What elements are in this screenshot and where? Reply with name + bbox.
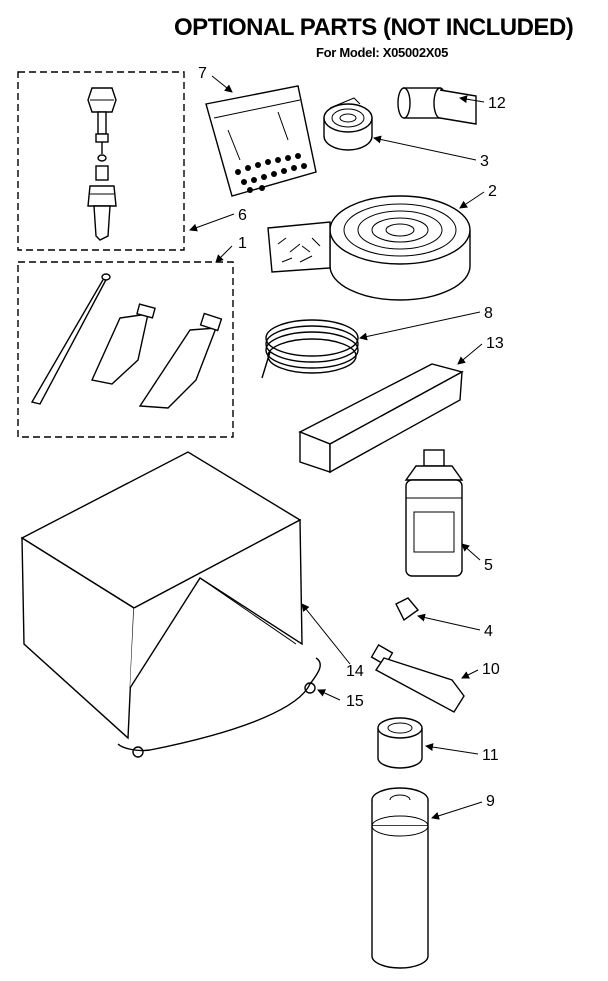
- part-5-bottle: [404, 449, 464, 577]
- callout-6: 6: [238, 207, 247, 224]
- callout-15: 15: [346, 693, 364, 710]
- part-1-sealant-kit: [17, 261, 234, 438]
- callout-10: 10: [482, 661, 500, 678]
- callout-13: 13: [486, 335, 504, 352]
- page-title: OPTIONAL PARTS (NOT INCLUDED): [174, 14, 574, 41]
- part-4-cap: [395, 597, 420, 622]
- callout-11: 11: [482, 747, 499, 764]
- callout-4: 4: [484, 623, 493, 640]
- callout-14: 14: [346, 663, 364, 680]
- callout-12: 12: [488, 95, 506, 112]
- callout-9: 9: [486, 793, 495, 810]
- part-3-tape-roll: [323, 97, 373, 151]
- part-2-insulation-roll: [267, 195, 471, 301]
- part-8-wire-coil: [261, 319, 359, 379]
- part-14-cover: [20, 451, 303, 740]
- callout-2: 2: [488, 183, 497, 200]
- callout-1: 1: [238, 235, 247, 252]
- part-11-roll: [377, 717, 423, 769]
- callout-3: 3: [480, 153, 489, 170]
- callout-5: 5: [484, 557, 493, 574]
- part-7-fastener-bag: [205, 85, 317, 197]
- callout-7: 7: [198, 65, 207, 82]
- part-15-cord: [117, 657, 321, 758]
- part-6-valve-kit: [17, 71, 185, 251]
- part-12-tape-roll: [397, 87, 477, 125]
- part-9-spray-can: [371, 787, 429, 969]
- part-13-foam-strip: [298, 363, 464, 474]
- callout-8: 8: [484, 305, 493, 322]
- leader-lines: [189, 75, 485, 820]
- part-10-tube: [370, 643, 465, 713]
- model-line: For Model: X05002X05: [316, 45, 448, 60]
